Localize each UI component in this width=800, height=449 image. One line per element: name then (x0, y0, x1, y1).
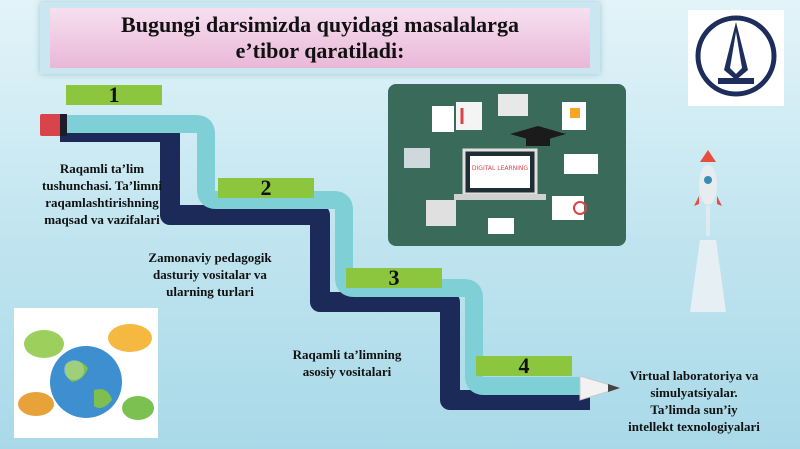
graduation-cap-icon (510, 126, 566, 142)
title-banner: Bugungi darsimizda quyidagi masalalarga … (40, 2, 600, 74)
digital-learning-icons: DIGITAL LEARNING (404, 94, 598, 234)
university-logo-icon (695, 15, 777, 97)
step-number-2: 2 (218, 177, 314, 199)
step-4-text: Virtual laboratoriya va simulyatsiyalar.… (628, 368, 760, 434)
digital-learning-illustration: DIGITAL LEARNING (388, 84, 626, 246)
laptop-screen-text: DIGITAL LEARNING (472, 165, 529, 172)
step-1-text: Raqamli ta’lim tushunchasi. Ta’limni raq… (42, 161, 162, 227)
step-number-1: 1 (66, 84, 162, 106)
step-number-3: 3 (346, 267, 442, 289)
globe-icon (18, 324, 154, 420)
step-3-text: Raqamli ta’limning asosiy vositalari (292, 347, 402, 379)
title-inner: Bugungi darsimizda quyidagi masalalarga … (50, 8, 590, 68)
step-2-text: Zamonaviy pedagogik dasturiy vositalar v… (148, 250, 272, 299)
university-logo (688, 10, 784, 106)
globe-illustration (14, 308, 158, 438)
page-title: Bugungi darsimizda quyidagi masalalarga … (121, 12, 519, 63)
step-number-4: 4 (476, 355, 572, 377)
